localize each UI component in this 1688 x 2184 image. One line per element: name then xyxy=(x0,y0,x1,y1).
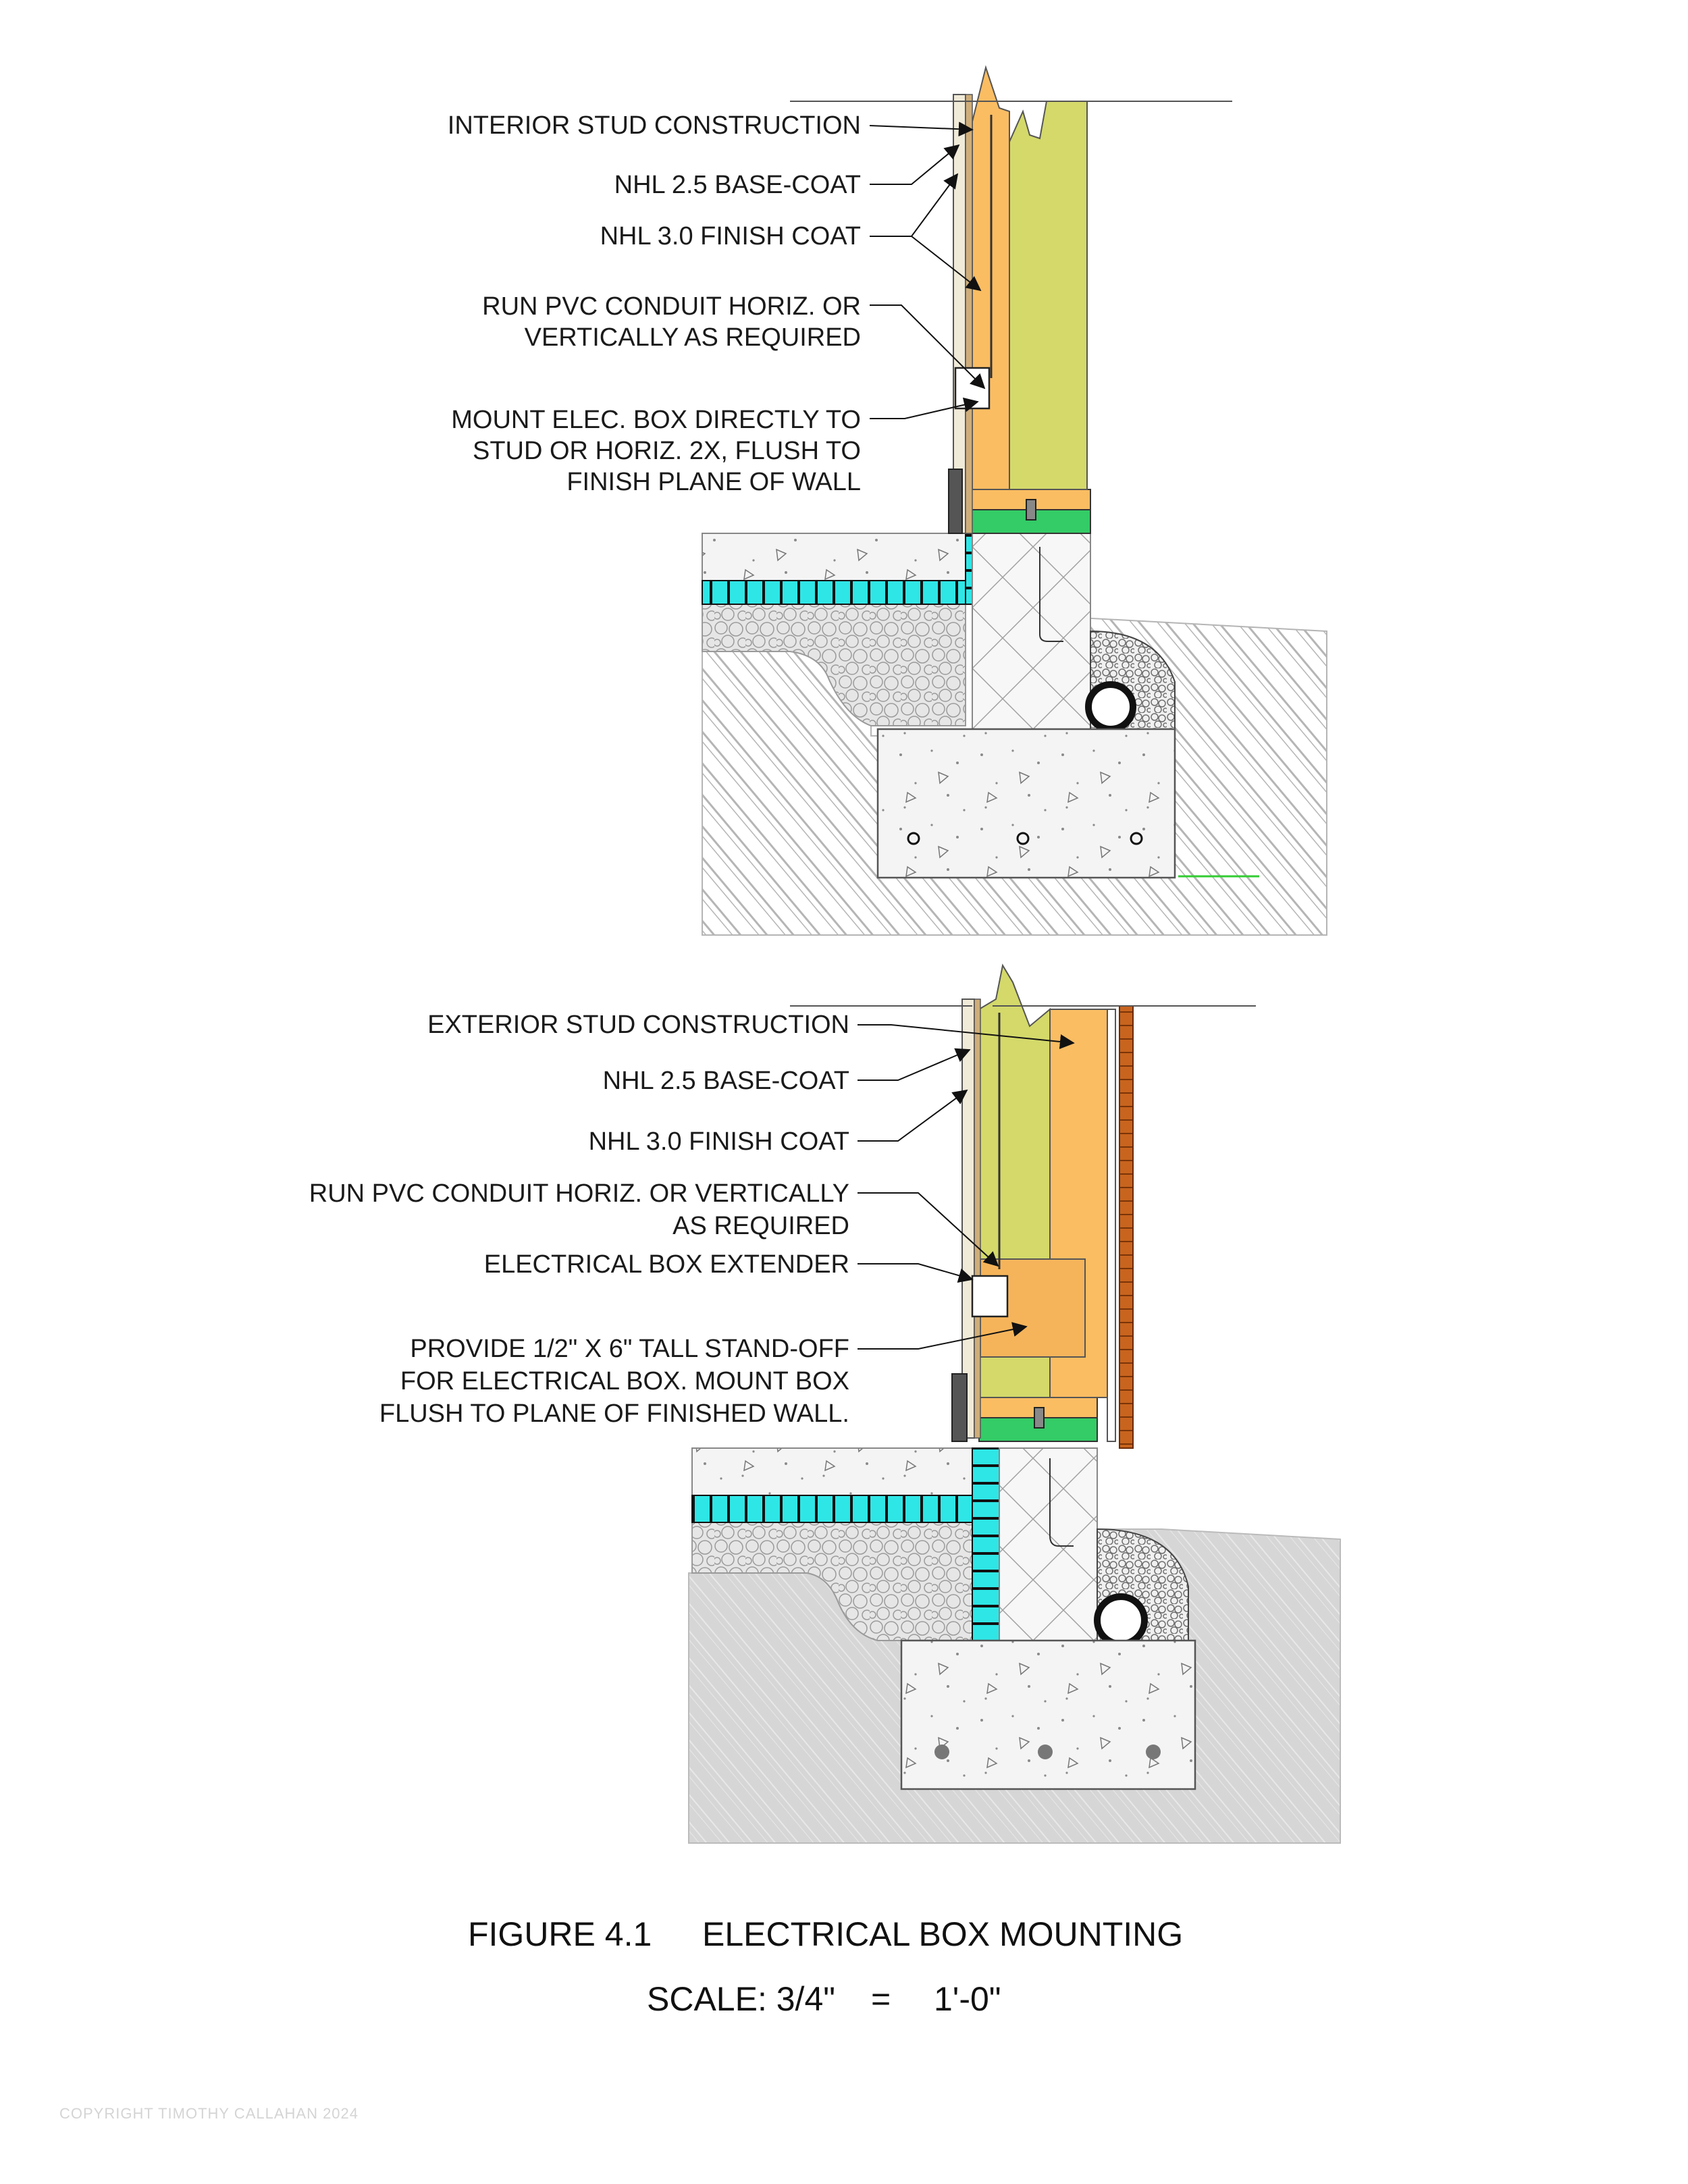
rebar-bottom-2 xyxy=(1038,1744,1053,1759)
callout-standoff-1: PROVIDE 1/2" X 6" TALL STAND-OFF xyxy=(410,1335,849,1363)
footing-top xyxy=(876,728,1176,879)
plaster-base-top xyxy=(965,94,973,534)
leader-finish-coat-b xyxy=(858,1089,968,1142)
leader-exterior-stud xyxy=(858,1024,1075,1049)
callout-elec-box-1: MOUNT ELEC. BOX DIRECTLY TO xyxy=(451,406,861,434)
drain-pipe-top xyxy=(1085,681,1136,733)
figure-number: FIGURE 4.1 xyxy=(468,1915,652,1953)
leader-box-extender xyxy=(858,1263,974,1283)
sheathing-bottom xyxy=(1107,1009,1116,1442)
leader-pvc-conduit-b xyxy=(858,1192,999,1267)
rebar-top-1 xyxy=(907,832,920,845)
leader-base-coat-b xyxy=(858,1048,971,1081)
scale-equals: = xyxy=(871,1980,891,2018)
callout-finish-coat-b: NHL 3.0 FINISH COAT xyxy=(589,1127,849,1156)
siding-bottom xyxy=(1119,1005,1134,1449)
drain-pipe-bottom xyxy=(1094,1593,1148,1647)
gravel-bed-top xyxy=(702,604,966,726)
callout-elec-box-2: STUD OR HORIZ. 2X, FLUSH TO xyxy=(473,437,861,465)
anchor-bolt-top xyxy=(1039,547,1063,642)
rebar-bottom-1 xyxy=(934,1744,949,1759)
leader-pvc-conduit xyxy=(870,304,986,390)
plaster-finish-bottom xyxy=(961,998,975,1439)
waterproofing-membrane-bottom xyxy=(691,1495,973,1523)
leader-base-coat xyxy=(870,144,960,185)
baseboard-top xyxy=(948,469,963,534)
anchor-bolt-bottom xyxy=(1049,1458,1074,1547)
detail-bottom: EXTERIOR STUD CONSTRUCTION NHL 2.5 BASE-… xyxy=(309,963,1341,1844)
figure-title: ELECTRICAL BOX MOUNTING xyxy=(702,1915,1183,1953)
straw-bale-wall-top xyxy=(1009,101,1088,490)
callout-pvc-conduit-2: VERTICALLY AS REQUIRED xyxy=(525,323,861,352)
concrete-slab-top xyxy=(702,533,966,581)
sill-bolt-top xyxy=(1026,499,1036,521)
foundation-wall-top xyxy=(972,533,1091,730)
leader-standoff xyxy=(858,1322,1028,1350)
detail-top: INTERIOR STUD CONSTRUCTION NHL 2.5 BASE-… xyxy=(448,65,1327,936)
callout-base-coat: NHL 2.5 BASE-COAT xyxy=(614,171,861,199)
copyright-notice: COPYRIGHT TIMOTHY CALLAHAN 2024 xyxy=(59,2105,359,2122)
callout-pvc-conduit-b-2: AS REQUIRED xyxy=(672,1212,849,1240)
gravel-bed-bottom xyxy=(691,1522,973,1641)
callout-standoff-3: FLUSH TO PLANE OF FINISHED WALL. xyxy=(379,1400,849,1428)
callout-elec-box-3: FINISH PLANE OF WALL xyxy=(566,468,861,496)
waterproofing-membrane-top xyxy=(702,580,966,605)
leader-interior-stud xyxy=(869,122,974,137)
callout-standoff-2: FOR ELECTRICAL BOX. MOUNT BOX xyxy=(400,1367,849,1395)
baseboard-bottom xyxy=(951,1373,968,1442)
rebar-bottom-3 xyxy=(1146,1744,1161,1759)
footing-bottom xyxy=(900,1639,1196,1790)
rebar-top-3 xyxy=(1130,832,1143,845)
callout-pvc-conduit-b-1: RUN PVC CONDUIT HORIZ. OR VERTICALLY xyxy=(309,1179,849,1208)
callout-pvc-conduit-1: RUN PVC CONDUIT HORIZ. OR xyxy=(482,292,861,321)
scale-value: 1'-0" xyxy=(934,1980,1001,2018)
electrical-box-bottom xyxy=(971,1275,1009,1318)
concrete-slab-bottom xyxy=(691,1447,973,1496)
callout-base-coat-b: NHL 2.5 BASE-COAT xyxy=(603,1067,849,1095)
leader-finish-coat-b xyxy=(911,236,982,292)
figure-caption: FIGURE 4.1 ELECTRICAL BOX MOUNTING SCALE… xyxy=(468,1915,1183,2018)
leader-elec-box xyxy=(870,397,979,419)
sill-bolt-bottom xyxy=(1034,1407,1045,1429)
callout-interior-stud: INTERIOR STUD CONSTRUCTION xyxy=(448,111,861,140)
callout-box-extender: ELECTRICAL BOX EXTENDER xyxy=(484,1250,849,1279)
foundation-wall-bottom xyxy=(999,1447,1098,1641)
plaster-base-bottom xyxy=(974,998,981,1439)
rebar-top-2 xyxy=(1016,832,1030,845)
plaster-finish-top xyxy=(953,94,966,534)
callout-finish-coat: NHL 3.0 FINISH COAT xyxy=(600,222,861,250)
scale-label: SCALE: 3/4" xyxy=(647,1980,835,2018)
callout-exterior-stud: EXTERIOR STUD CONSTRUCTION xyxy=(427,1011,849,1039)
waterproofing-vertical-bottom xyxy=(972,1447,1000,1645)
